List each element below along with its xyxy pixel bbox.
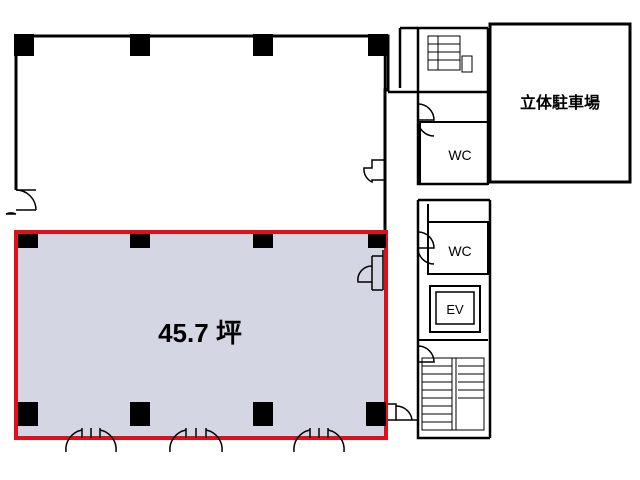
elevator-car [435,291,475,325]
lower-unit-right-door-icon [357,250,384,291]
wc-upper-room [419,121,489,185]
wc-upper-door-icon [417,103,435,137]
highlighted-unit-area[interactable] [16,232,386,438]
core-walls [388,26,492,440]
wc-lower-walls [427,204,489,275]
wc-upper-label: WC [448,147,471,163]
left-door-icon [5,189,37,215]
side-exit-door-icon [388,403,418,421]
upper-right-door-icon [363,159,385,184]
upper-room-columns [14,34,388,56]
parking-structure [488,22,632,184]
parking-label: 立体駐車場 [520,93,600,112]
small-stair-icon [427,35,473,73]
lower-unit-columns [18,234,386,426]
entrance-doors-icon [65,428,345,453]
stair-door-icon [417,345,435,363]
upper-room-walls [14,34,390,232]
elevator-shaft [429,285,481,333]
ev-label: EV [446,302,464,317]
wc-lower-door-icon [417,231,435,265]
wc-lower-label: WC [448,243,471,259]
highlight-border [14,230,388,440]
area-label: 45.7 坪 [158,318,242,348]
main-stair-icon [421,357,485,431]
